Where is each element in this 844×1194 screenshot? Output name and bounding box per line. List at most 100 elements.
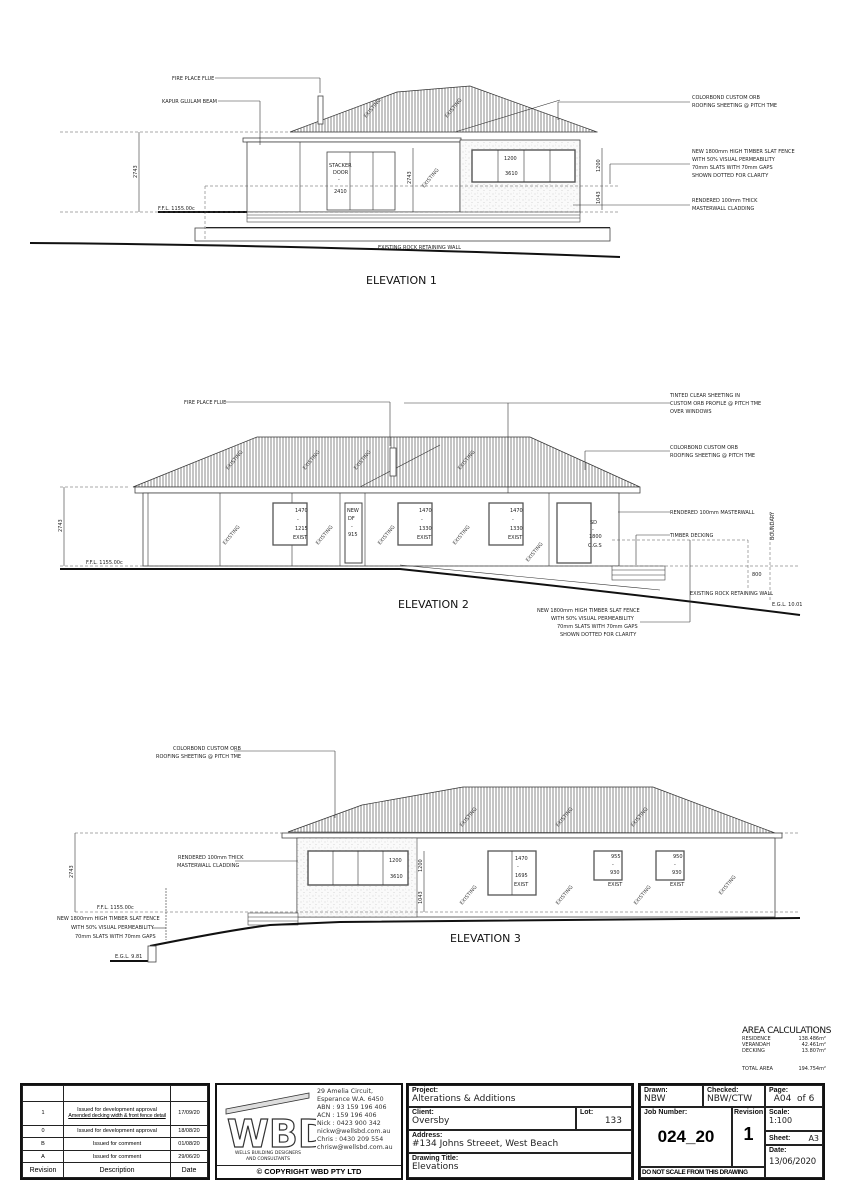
- window-label: -: [297, 517, 299, 523]
- scale-value: 1:100: [769, 1116, 793, 1125]
- lot-value: 133: [604, 1116, 622, 1126]
- sheet-block: Drawn: NBW Checked: NBW/CTW Page: A04 of…: [638, 1083, 825, 1180]
- drawing-title-value: Elevations: [412, 1162, 459, 1172]
- sheet-value: A3: [808, 1133, 819, 1143]
- note-roof-2: ROOFING SHEETING @ PITCH TME: [692, 103, 777, 109]
- note-cladding-1: RENDERED 100mm THICK: [178, 855, 244, 861]
- revision-date: 18/08/20: [170, 1124, 208, 1139]
- note-roof-1: COLORBOND CUSTOM ORB: [692, 95, 761, 101]
- revision-number: 0: [22, 1124, 64, 1139]
- job-number-value: 024_20: [657, 1127, 715, 1146]
- dim-sill: 1043: [418, 891, 424, 904]
- note-roof-2: ROOFING SHEETING @ PITCH TME: [156, 754, 241, 760]
- address-line: ACN : 159 196 406: [317, 1112, 377, 1119]
- revision-description: Issued for comment: [63, 1149, 171, 1164]
- window-labels: 1470 - 1215 EXIST NEW DF - 915 1470 - 13…: [293, 508, 602, 549]
- window-label: 1330: [510, 526, 523, 532]
- window-label: 930: [610, 870, 620, 876]
- area-label: RESIDENCE: [742, 1036, 771, 1042]
- revision-date: 17/09/20: [170, 1101, 208, 1126]
- area-label: TOTAL AREA: [742, 1066, 773, 1072]
- window-label: -: [512, 517, 514, 523]
- note-cladding-1: RENDERED 100mm THICK: [692, 198, 758, 204]
- area-value: 42.461m²: [801, 1042, 826, 1048]
- note-roof-2: ROOFING SHEETING @ PITCH TME: [670, 453, 755, 459]
- logo-text: WBD: [227, 1112, 316, 1151]
- page-label: Page:: [769, 1087, 789, 1094]
- window: [655, 850, 685, 881]
- project-label: Project:: [412, 1087, 439, 1094]
- revision-label: Revision: [734, 1109, 764, 1116]
- window-label: EXIST: [608, 882, 623, 888]
- checked-label: Checked:: [707, 1087, 739, 1094]
- egl-level: E.G.L. 10.01: [772, 602, 803, 608]
- flue: [317, 95, 324, 125]
- roof: [289, 85, 598, 133]
- project-value: Alterations & Additions: [412, 1094, 516, 1104]
- job-number-label: Job Number:: [644, 1109, 688, 1116]
- area-title: AREA CALCULATIONS: [742, 1026, 832, 1036]
- note-fence-4: SHOWN DOTTED FOR CLARITY: [692, 173, 769, 179]
- company-block: WBD WELLS BUILDING DESIGNERS AND CONSULT…: [215, 1083, 403, 1180]
- note-masterwall: RENDERED 100mm MASTERWALL: [670, 510, 755, 516]
- drawing-title-label: Drawing Title:: [412, 1155, 459, 1162]
- window-label: 950: [673, 854, 683, 860]
- company-name-line: AND CONSULTANTS: [246, 1157, 290, 1162]
- stacker-door: [326, 151, 396, 211]
- dim-deck-height: 800: [752, 572, 762, 578]
- date-value: 13/06/2020: [769, 1157, 816, 1167]
- note-fence-3: 70mm SLATS WITH 70mm GAPS: [557, 624, 638, 630]
- door-label: 915: [348, 532, 358, 538]
- note-fence-2: WITH 50% VISUAL PERMEABILITY: [551, 616, 635, 622]
- window-label: EXIST: [508, 535, 523, 541]
- roof: [132, 436, 641, 488]
- dim-wall-height: 2743: [133, 165, 139, 178]
- door: [344, 502, 363, 564]
- window: [272, 502, 308, 546]
- dim-window-height: 1200: [596, 159, 602, 172]
- dim-wall-height: 2743: [69, 865, 75, 878]
- header-revision: Revision: [22, 1162, 64, 1178]
- area-value: 194.754m²: [798, 1066, 826, 1072]
- revision-number: B: [22, 1137, 64, 1151]
- address-line: Nick : 0423 900 342: [317, 1120, 381, 1127]
- area-calculations: AREA CALCULATIONS RESIDENCE 138.486m² VER…: [742, 1026, 832, 1072]
- company-name-line: WELLS BUILDING DESIGNERS: [234, 1151, 302, 1156]
- address-line: 29 Amelia Circuit,: [317, 1088, 373, 1095]
- window-label: 1470: [295, 508, 308, 514]
- elevation-2-title: ELEVATION 2: [398, 598, 469, 611]
- ffl-level: F.F.L. 1155.00c: [86, 560, 123, 566]
- address-value: #134 Johns Streeet, West Beach: [412, 1139, 559, 1149]
- area-total: TOTAL AREA 194.754m²: [742, 1066, 826, 1072]
- door-label: DF: [348, 516, 355, 522]
- door-label: -: [338, 177, 340, 183]
- note-tinted-3: OVER WINDOWS: [670, 409, 712, 415]
- note-decking: TIMBER DECKING: [669, 533, 713, 539]
- description-line: Amended decking width & front fence deta…: [68, 1113, 166, 1120]
- note-tinted-2: CUSTOM ORB PROFILE @ PITCH TME: [670, 401, 761, 407]
- area-label: DECKING: [742, 1048, 765, 1054]
- address-label: Address:: [412, 1132, 443, 1139]
- note-roof-1: COLORBOND CUSTOM ORB: [173, 746, 242, 752]
- note-fence-1: NEW 1800mm HIGH TIMBER SLAT FENCE: [57, 916, 160, 922]
- door-label: STACKER: [329, 163, 352, 169]
- door-label: -: [592, 527, 594, 533]
- window-label: 1200: [504, 156, 517, 162]
- note-fence-3: 70mm SLATS WITH 70mm GAPS: [75, 934, 156, 940]
- window-label: 1215: [295, 526, 308, 532]
- window: [397, 502, 433, 546]
- note-tinted-1: TINTED CLEAR SHEETING IN: [669, 393, 740, 399]
- sliding-door: [556, 502, 592, 564]
- address-line: ABN : 93 159 196 406: [317, 1104, 387, 1111]
- window-label: EXIST: [514, 882, 529, 888]
- elevation-1-title: ELEVATION 1: [366, 274, 437, 287]
- door-label: SD: [590, 520, 597, 526]
- note-roof-1: COLORBOND CUSTOM ORB: [670, 445, 739, 451]
- note-glulam-beam: KAPUR GLULAM BEAM: [162, 99, 217, 105]
- address-line: Esperance W.A. 6450: [317, 1096, 384, 1103]
- area-value: 138.486m²: [798, 1036, 826, 1042]
